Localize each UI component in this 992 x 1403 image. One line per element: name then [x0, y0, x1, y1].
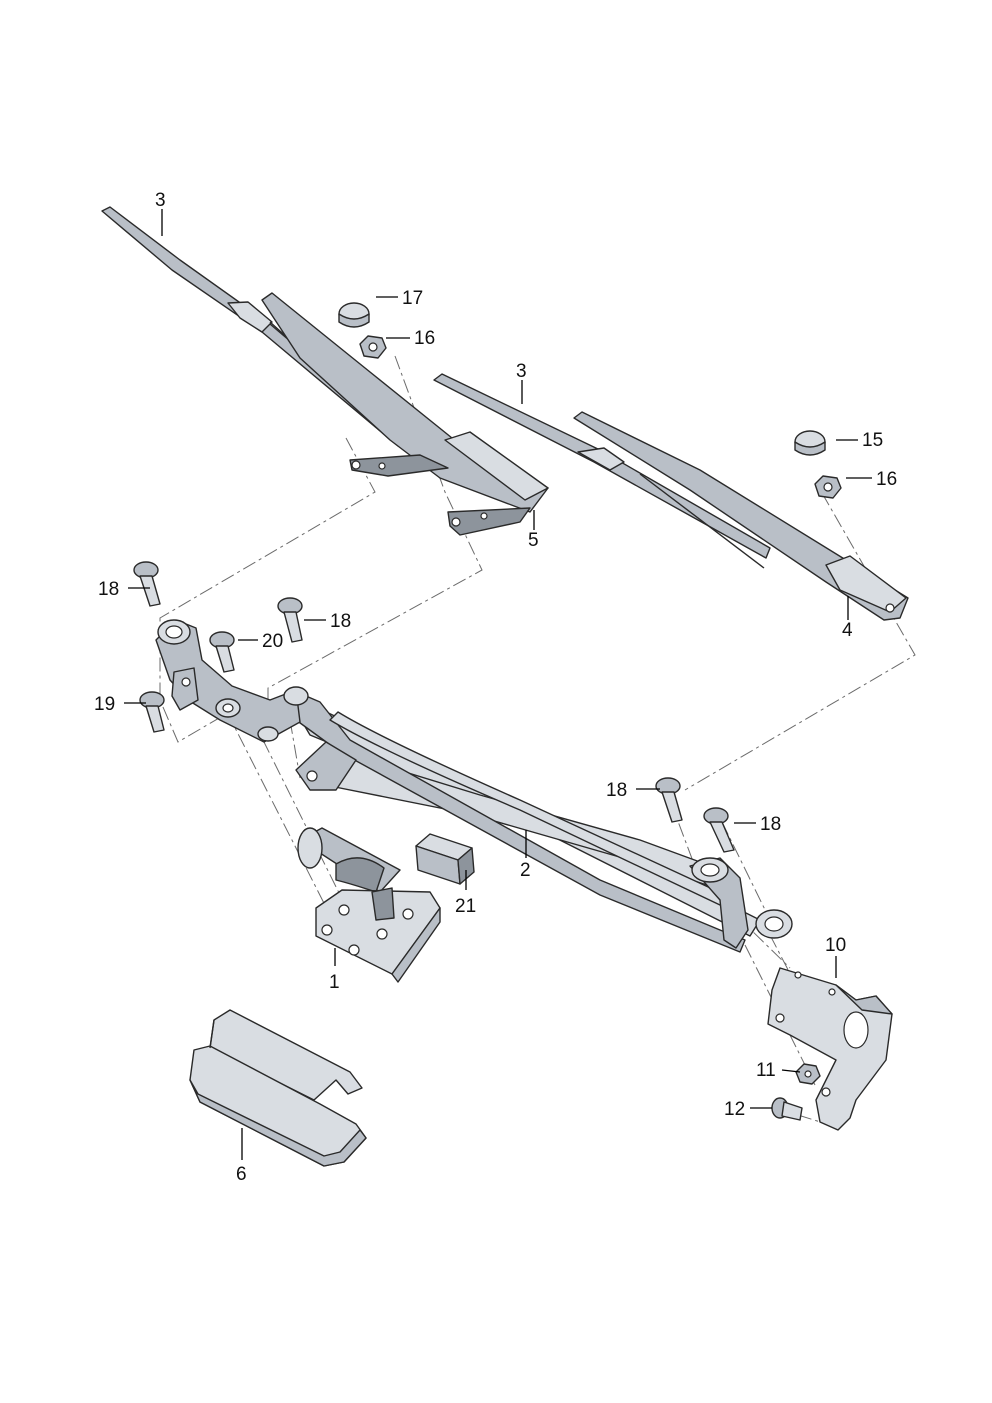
bolt-20[interactable] — [209, 631, 235, 673]
callout-1: 1 — [329, 972, 340, 993]
callout-12: 12 — [724, 1099, 745, 1120]
nut-11[interactable] — [795, 1063, 821, 1085]
callout-5: 5 — [528, 530, 539, 551]
bolt-18-right-lower[interactable] — [703, 807, 735, 853]
bolt-18-center[interactable] — [277, 597, 303, 643]
callout-18-right-upper: 18 — [606, 780, 627, 801]
wiper-linkage-frame[interactable] — [155, 619, 793, 953]
callout-15: 15 — [862, 430, 883, 451]
cap-15[interactable] — [794, 430, 826, 456]
callout-18-top-left: 18 — [98, 579, 119, 600]
leader-lines — [124, 209, 872, 1160]
wiper-motor[interactable] — [297, 827, 441, 983]
bolt-18-top-left[interactable] — [133, 561, 161, 607]
callout-10: 10 — [825, 935, 846, 956]
callout-labels: 3 3 17 16 15 16 5 4 18 18 20 19 18 18 2 … — [94, 190, 897, 1185]
callout-21: 21 — [455, 896, 476, 917]
wiper-arm-left[interactable] — [261, 292, 549, 536]
callout-16-right: 16 — [876, 469, 897, 490]
cover-6[interactable] — [189, 1009, 367, 1167]
callout-18-center: 18 — [330, 611, 351, 632]
wiper-blade-right[interactable] — [433, 373, 771, 569]
callout-17: 17 — [402, 288, 423, 309]
bolt-18-right-upper[interactable] — [655, 777, 683, 823]
callout-6: 6 — [236, 1164, 247, 1185]
bolt-12[interactable] — [771, 1097, 803, 1121]
wiper-arm-right[interactable] — [573, 411, 909, 621]
callout-20: 20 — [262, 631, 283, 652]
bolt-19[interactable] — [139, 691, 165, 733]
callout-19: 19 — [94, 694, 115, 715]
cap-17[interactable] — [338, 302, 370, 328]
callout-4: 4 — [842, 620, 853, 641]
rubber-grommet-21[interactable] — [415, 833, 475, 885]
callout-2: 2 — [520, 860, 531, 881]
callout-11: 11 — [756, 1060, 776, 1081]
mounting-bracket[interactable] — [767, 967, 893, 1131]
callout-16-left: 16 — [414, 328, 435, 349]
nut-16-right[interactable] — [814, 475, 842, 499]
callout-3-right: 3 — [516, 361, 527, 382]
callout-18-right-lower: 18 — [760, 814, 781, 835]
nut-16-left[interactable] — [359, 335, 387, 359]
callout-3-left: 3 — [155, 190, 166, 211]
